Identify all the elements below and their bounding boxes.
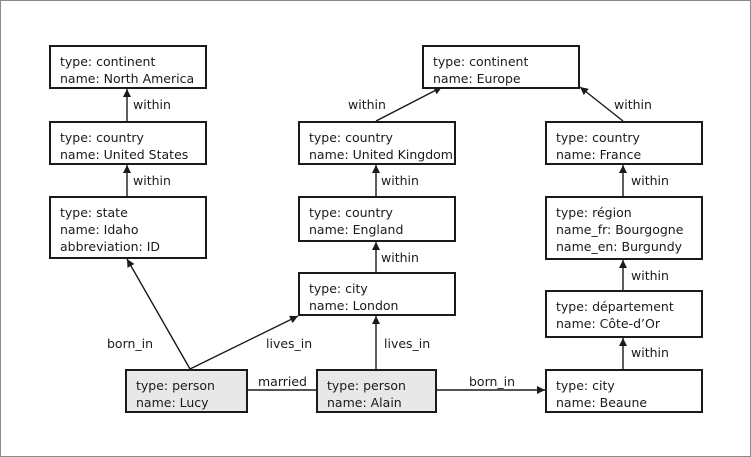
label-london-within-england: within [381, 250, 419, 265]
node-europe: type: continent name: Europe [422, 45, 580, 89]
node-type: type: country [556, 130, 640, 145]
node-france: type: country name: France [545, 121, 703, 165]
node-united-states: type: country name: United States [49, 121, 207, 165]
node-name-fr: name_fr: Bourgogne [556, 222, 684, 237]
edge-france-within-europe [579, 86, 624, 122]
node-name: name: Côte-d’Or [556, 316, 660, 331]
node-abbreviation: abbreviation: ID [60, 239, 161, 254]
label-cotedor-within-bourgogne: within [631, 268, 669, 283]
label-lucy-lives-in: lives_in [266, 336, 313, 351]
node-type: type: country [309, 205, 393, 220]
node-type: type: person [327, 378, 406, 393]
node-name: name: France [556, 147, 642, 162]
node-type: type: city [556, 378, 615, 393]
label-us-within-na: within [133, 97, 171, 112]
label-bourgogne-within-france: within [631, 173, 669, 188]
node-name: name: Idaho [60, 222, 139, 237]
node-name: name: United States [60, 147, 189, 162]
node-type: type: région [556, 205, 632, 220]
label-lucy-born-in: born_in [107, 336, 154, 351]
node-name: name: Alain [327, 395, 402, 410]
label-beaune-within-cotedor: within [631, 345, 669, 360]
node-type: type: continent [60, 54, 156, 69]
node-alain: type: person name: Alain [316, 369, 437, 413]
node-name: name: Lucy [136, 395, 209, 410]
label-idaho-within-us: within [133, 173, 171, 188]
label-alain-born-in: born_in [466, 374, 519, 389]
node-bourgogne: type: région name_fr: Bourgogne name_en:… [545, 196, 703, 260]
node-idaho: type: state name: Idaho abbreviation: ID [49, 196, 207, 259]
node-name: name: United Kingdom [309, 147, 453, 162]
node-beaune: type: city name: Beaune [545, 369, 703, 413]
node-england: type: country name: England [298, 196, 456, 242]
edge-uk-within-europe [375, 86, 443, 122]
node-cote-dor: type: département name: Côte-d’Or [545, 290, 703, 338]
node-lucy: type: person name: Lucy [125, 369, 248, 413]
node-type: type: person [136, 378, 215, 393]
node-name-en: name_en: Burgundy [556, 239, 683, 254]
edge-lucy-lives-in-london [189, 315, 299, 370]
label-married: married [255, 374, 310, 389]
node-name: name: England [309, 222, 404, 237]
label-england-within-uk: within [381, 173, 419, 188]
node-type: type: département [556, 299, 674, 314]
node-united-kingdom: type: country name: United Kingdom [298, 121, 456, 165]
node-name: name: Beaune [556, 395, 648, 410]
node-type: type: country [309, 130, 393, 145]
label-france-within-europe: within [614, 97, 652, 112]
node-type: type: continent [433, 54, 529, 69]
node-type: type: country [60, 130, 144, 145]
label-uk-within-europe: within [348, 97, 386, 112]
label-alain-lives-in: lives_in [384, 336, 431, 351]
node-name: name: North America [60, 71, 195, 86]
node-london: type: city name: London [298, 272, 456, 316]
node-type: type: state [60, 205, 128, 220]
node-name: name: Europe [433, 71, 521, 86]
node-north-america: type: continent name: North America [49, 45, 207, 89]
node-name: name: London [309, 298, 399, 313]
edge-lucy-born-in-idaho [126, 258, 191, 370]
node-type: type: city [309, 281, 368, 296]
